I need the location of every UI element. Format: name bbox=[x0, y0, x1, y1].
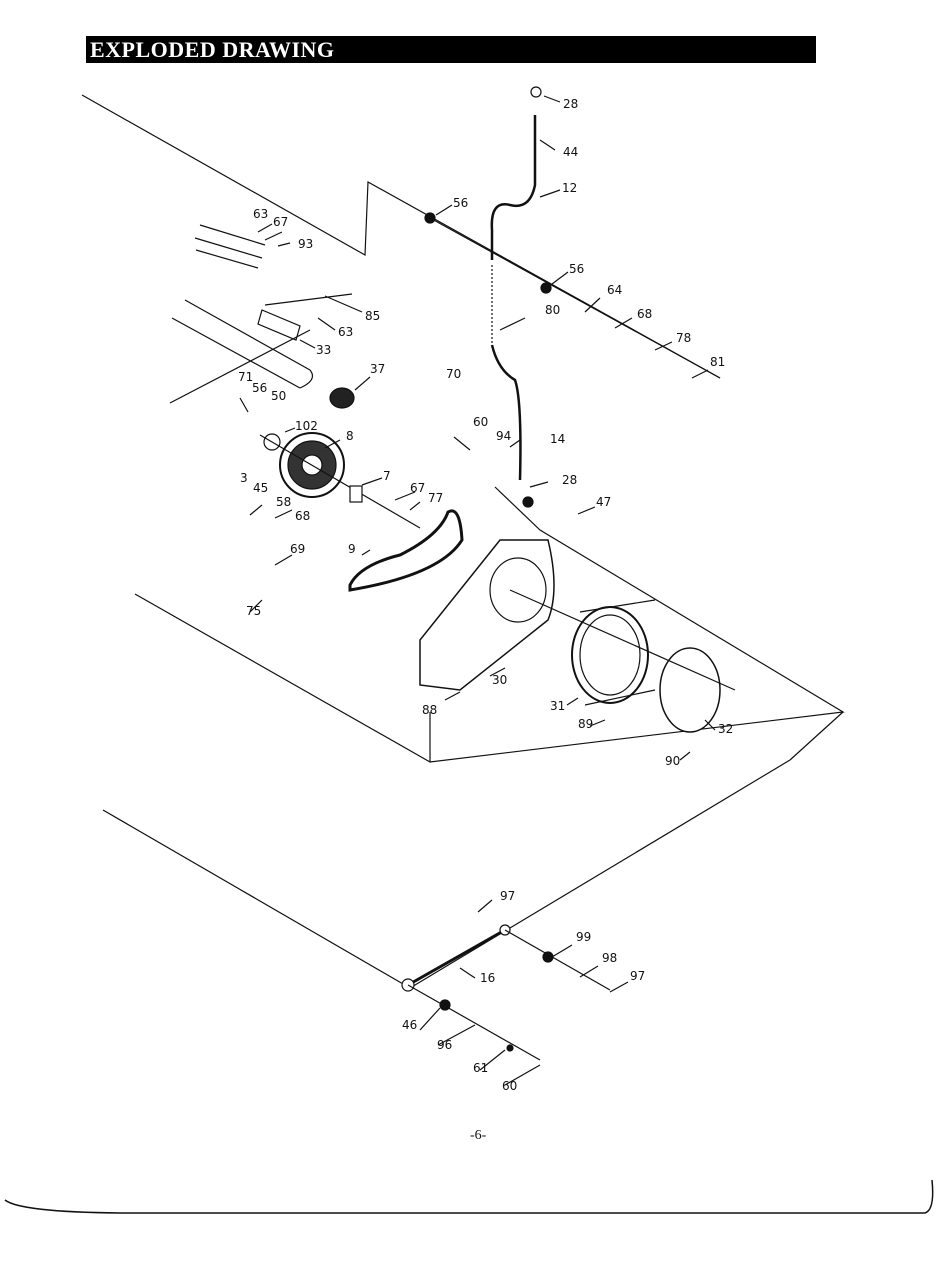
cover-30 bbox=[419, 539, 555, 691]
bearing-7 bbox=[349, 485, 363, 503]
callout-102: 102 bbox=[295, 419, 318, 433]
callout-7: 7 bbox=[383, 469, 391, 483]
callout-97: 97 bbox=[500, 889, 515, 903]
callout-32: 32 bbox=[718, 722, 733, 736]
page-title: EXPLODED DRAWING bbox=[90, 37, 335, 62]
bracket-33 bbox=[257, 309, 301, 341]
callout-31: 31 bbox=[550, 699, 565, 713]
screw-85 bbox=[264, 293, 353, 306]
callout-98: 98 bbox=[602, 951, 617, 965]
cap-37 bbox=[329, 387, 355, 409]
callout-85: 85 bbox=[365, 309, 380, 323]
callout-9: 9 bbox=[348, 542, 356, 556]
shaft-16 bbox=[407, 928, 506, 987]
assembly-frame-lower bbox=[134, 329, 845, 763]
belt-9 bbox=[348, 509, 464, 592]
callout-99: 99 bbox=[576, 930, 591, 944]
axle-line bbox=[259, 434, 421, 529]
callout-56: 56 bbox=[453, 196, 468, 210]
callout-94: 94 bbox=[496, 429, 511, 443]
callout-63: 63 bbox=[253, 207, 268, 221]
callout-45: 45 bbox=[253, 481, 268, 495]
page-bottom-border bbox=[4, 1179, 934, 1214]
header-bar: EXPLODED DRAWING bbox=[86, 36, 816, 63]
callout-67: 67 bbox=[410, 481, 425, 495]
callout-60: 60 bbox=[502, 1079, 517, 1093]
callout-60: 60 bbox=[473, 415, 488, 429]
crank-14 bbox=[490, 344, 522, 481]
callout-71: 71 bbox=[238, 370, 253, 384]
callout-16: 16 bbox=[480, 971, 495, 985]
callout-46: 46 bbox=[402, 1018, 417, 1032]
base-frame bbox=[102, 711, 844, 989]
callout-14: 14 bbox=[550, 432, 565, 446]
callout-56: 56 bbox=[252, 381, 267, 395]
callout-28: 28 bbox=[562, 473, 577, 487]
nut-28-bottom bbox=[522, 496, 534, 508]
callout-68: 68 bbox=[637, 307, 652, 321]
callout-47: 47 bbox=[596, 495, 611, 509]
callout-3: 3 bbox=[240, 471, 248, 485]
callout-75: 75 bbox=[246, 604, 261, 618]
callout-8: 8 bbox=[346, 429, 354, 443]
housing-31 bbox=[571, 606, 649, 704]
callout-96: 96 bbox=[437, 1038, 452, 1052]
callout-63: 63 bbox=[338, 325, 353, 339]
callout-88: 88 bbox=[422, 703, 437, 717]
rod-63 bbox=[194, 224, 266, 269]
callout-44: 44 bbox=[563, 145, 578, 159]
callout-77: 77 bbox=[428, 491, 443, 505]
callout-58: 58 bbox=[276, 495, 291, 509]
callout-64: 64 bbox=[607, 283, 622, 297]
callout-12: 12 bbox=[562, 181, 577, 195]
tube-33 bbox=[171, 299, 313, 389]
knob-28-top bbox=[530, 86, 542, 98]
callout-61: 61 bbox=[473, 1061, 488, 1075]
callout-70: 70 bbox=[446, 367, 461, 381]
disc-32 bbox=[659, 647, 721, 733]
callout-56: 56 bbox=[569, 262, 584, 276]
callout-80: 80 bbox=[545, 303, 560, 317]
callout-97: 97 bbox=[630, 969, 645, 983]
callout-50: 50 bbox=[271, 389, 286, 403]
assembly-outline bbox=[81, 94, 721, 379]
callout-37: 37 bbox=[370, 362, 385, 376]
callout-28: 28 bbox=[563, 97, 578, 111]
callout-69: 69 bbox=[290, 542, 305, 556]
callout-30: 30 bbox=[492, 673, 507, 687]
callout-68: 68 bbox=[295, 509, 310, 523]
crank-12 bbox=[490, 115, 537, 260]
callout-93: 93 bbox=[298, 237, 313, 251]
callout-89: 89 bbox=[578, 717, 593, 731]
callout-81: 81 bbox=[710, 355, 725, 369]
callout-78: 78 bbox=[676, 331, 691, 345]
callout-67: 67 bbox=[273, 215, 288, 229]
callout-33: 33 bbox=[316, 343, 331, 357]
nut-56-b bbox=[540, 282, 552, 294]
callout-90: 90 bbox=[665, 754, 680, 768]
page-number: -6- bbox=[470, 1128, 487, 1143]
